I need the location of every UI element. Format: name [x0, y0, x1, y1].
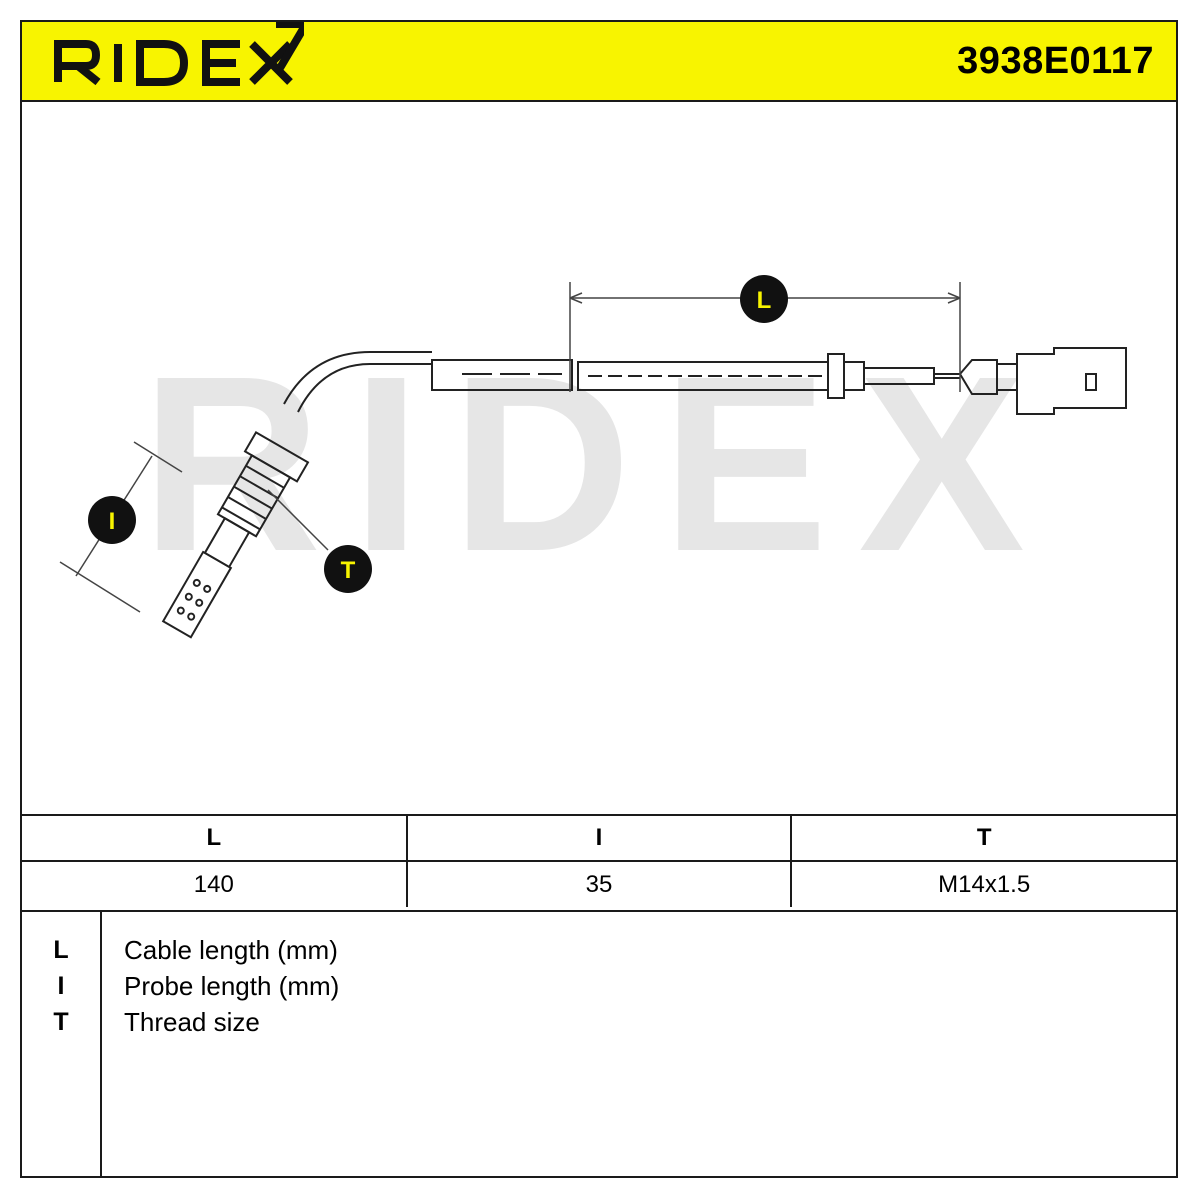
- watermark-text: RIDEX: [141, 324, 1055, 603]
- product-sheet: 3938E0117 RIDEX: [20, 20, 1178, 1178]
- legend-descriptions: Cable length (mm) Probe length (mm) Thre…: [124, 932, 339, 1040]
- part-number: 3938E0117: [957, 40, 1154, 82]
- column-header-i: I: [405, 814, 792, 861]
- sensor-diagram: RIDEX: [59, 275, 1127, 639]
- legend-key: I: [57, 972, 65, 1000]
- value-probe-length: 35: [405, 860, 792, 907]
- probe-length-marker-label: I: [109, 508, 116, 535]
- dimensions-value-row: 140 35 M14x1.5: [22, 860, 1176, 907]
- header-bar: 3938E0117: [22, 20, 1176, 102]
- legend-description: Probe length (mm): [124, 971, 340, 1001]
- ridex-logo-graphic: [54, 20, 314, 86]
- sensor-drawing: RIDEX: [22, 102, 1176, 814]
- cable-length-marker: [740, 275, 788, 323]
- thread-leader-line: [267, 489, 329, 551]
- column-header-t: T: [790, 814, 1176, 861]
- thread-marker-label: T: [341, 557, 356, 584]
- cable-length-marker-label: L: [757, 287, 772, 314]
- legend-keys: L I T: [22, 912, 102, 1176]
- thread-marker: [324, 545, 372, 593]
- sensor-outline: [161, 347, 1127, 639]
- legend-section: L I T Cable length (mm) Probe length (mm…: [22, 910, 1176, 1176]
- legend-key: T: [53, 1008, 69, 1036]
- probe-length-marker: [88, 496, 136, 544]
- brand-logo: [44, 20, 314, 100]
- dimensions-table: L I T 140 35 M14x1.5: [22, 814, 1176, 907]
- legend-key: L: [53, 936, 69, 964]
- legend-description: Cable length (mm): [124, 935, 338, 965]
- dimensions-header-row: L I T: [22, 814, 1176, 861]
- value-thread-size: M14x1.5: [790, 860, 1176, 907]
- value-cable-length: 140: [22, 860, 407, 907]
- column-header-l: L: [22, 814, 407, 861]
- legend-description: Thread size: [124, 1007, 260, 1037]
